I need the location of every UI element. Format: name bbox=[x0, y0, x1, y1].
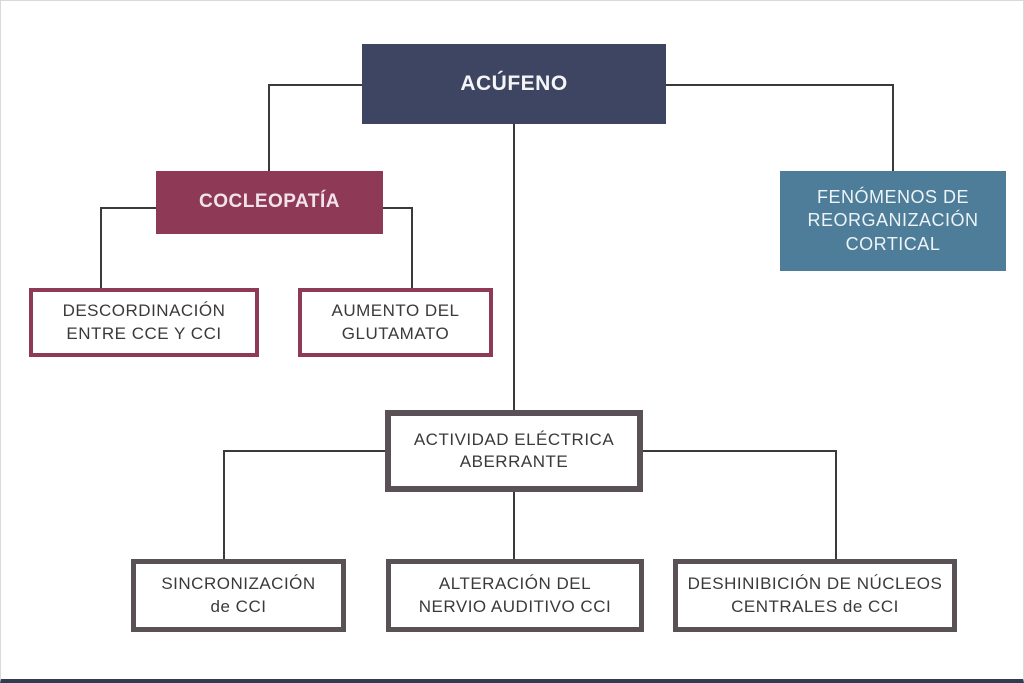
node-sincronizacion: SINCRONIZACIÓN de CCI bbox=[131, 559, 346, 632]
node-alteracion-label: ALTERACIÓN DEL NERVIO AUDITIVO CCI bbox=[418, 574, 612, 616]
connector-acufeno-cocleopatia-v bbox=[268, 84, 270, 171]
connector-cocleopatia-descordinacion-v bbox=[100, 207, 102, 289]
node-sincronizacion-label: SINCRONIZACIÓN de CCI bbox=[161, 574, 316, 616]
node-actividad: ACTIVIDAD ELÉCTRICA ABERRANTE bbox=[385, 410, 643, 492]
node-aumento-label: AUMENTO DEL GLUTAMATO bbox=[331, 301, 460, 343]
connector-acufeno-actividad-v bbox=[513, 123, 515, 411]
connector-acufeno-fenomenos-v bbox=[892, 84, 894, 171]
connector-actividad-alteracion-v bbox=[513, 491, 515, 560]
node-deshinibicion-label: DESHINIBICIÓN DE NÚCLEOS CENTRALES de CC… bbox=[687, 574, 943, 616]
connector-cocleopatia-aumento-h bbox=[381, 207, 413, 209]
connector-actividad-deshinibicion-h bbox=[641, 450, 837, 452]
connector-acufeno-cocleopatia-h bbox=[268, 84, 364, 86]
connector-cocleopatia-descordinacion-h bbox=[100, 207, 158, 209]
node-deshinibicion: DESHINIBICIÓN DE NÚCLEOS CENTRALES de CC… bbox=[673, 559, 957, 632]
node-fenomenos: FENÓMENOS DE REORGANIZACIÓN CORTICAL bbox=[780, 171, 1006, 271]
node-acufeno: ACÚFENO bbox=[362, 44, 666, 124]
node-acufeno-label: ACÚFENO bbox=[460, 72, 568, 96]
connector-acufeno-fenomenos-h bbox=[664, 84, 894, 86]
node-aumento: AUMENTO DEL GLUTAMATO bbox=[298, 288, 493, 357]
connector-actividad-sincronizacion-v bbox=[223, 450, 225, 560]
node-cocleopatia-label: COCLEOPATÍA bbox=[199, 191, 340, 213]
connector-actividad-sincronizacion-h bbox=[223, 450, 387, 452]
node-fenomenos-label: FENÓMENOS DE REORGANIZACIÓN CORTICAL bbox=[807, 186, 979, 254]
connector-cocleopatia-aumento-v bbox=[411, 207, 413, 289]
node-cocleopatia: COCLEOPATÍA bbox=[156, 171, 383, 234]
node-actividad-label: ACTIVIDAD ELÉCTRICA ABERRANTE bbox=[413, 429, 615, 471]
connector-actividad-deshinibicion-v bbox=[835, 450, 837, 560]
node-descordinacion: DESCORDINACIÓN ENTRE CCE Y CCI bbox=[29, 288, 259, 357]
node-descordinacion-label: DESCORDINACIÓN ENTRE CCE Y CCI bbox=[62, 301, 226, 343]
node-alteracion: ALTERACIÓN DEL NERVIO AUDITIVO CCI bbox=[386, 559, 644, 632]
